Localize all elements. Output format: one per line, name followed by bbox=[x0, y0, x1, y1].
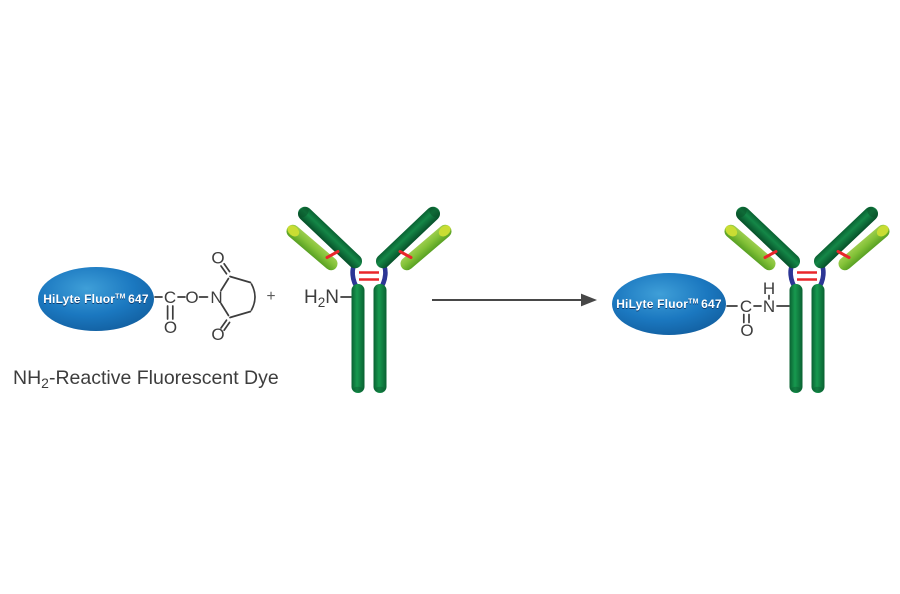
plus-sign: + bbox=[266, 288, 275, 305]
ring-c2-o-double1 bbox=[220, 265, 228, 275]
product-dye-ellipse bbox=[612, 273, 726, 335]
ring-c2-o-double2 bbox=[223, 262, 231, 273]
amide-nitrogen: N bbox=[763, 297, 775, 316]
product-dye-brand: HiLyte Fluor bbox=[616, 297, 688, 311]
amide-carbon: C bbox=[740, 297, 752, 316]
amine-n: N bbox=[325, 287, 339, 308]
ring-bottom-oxygen: O bbox=[211, 325, 224, 344]
caption-suffix: -Reactive Fluorescent Dye bbox=[49, 367, 279, 389]
caption-prefix: NH bbox=[13, 367, 41, 389]
ring-bond-c5-n bbox=[220, 302, 230, 317]
dye-trademark: TM bbox=[115, 294, 126, 301]
succinimide-ring: O O bbox=[211, 249, 256, 344]
amide-oxygen: O bbox=[740, 321, 753, 340]
ring-bond-c4-c5 bbox=[229, 310, 252, 319]
amine-label: H2N bbox=[304, 287, 339, 310]
ring-c5-o-double1 bbox=[220, 319, 228, 329]
ring-bond-c2-c3 bbox=[229, 275, 252, 284]
amide-hydrogen: H bbox=[763, 279, 775, 298]
ester-oxygen: O bbox=[185, 288, 198, 307]
dye-brand: HiLyte Fluor bbox=[43, 292, 115, 306]
ring-bond-c3-c4 bbox=[250, 283, 256, 311]
ring-bond-n-c2 bbox=[220, 277, 230, 292]
carbonyl-oxygen: O bbox=[164, 318, 177, 337]
carbonyl-carbon: C bbox=[164, 288, 176, 307]
reaction-arrow bbox=[432, 293, 597, 307]
amide-linkage: C N H O bbox=[726, 279, 790, 340]
product-dye-trademark: TM bbox=[688, 299, 699, 306]
dye-ellipse bbox=[38, 267, 154, 331]
antibody-reactant-group: H2N bbox=[284, 204, 454, 393]
ring-nitrogen: N bbox=[210, 288, 222, 307]
product-dye-variant: 647 bbox=[701, 297, 722, 311]
caption-nh2-reactive-dye: NH2-Reactive Fluorescent Dye bbox=[13, 367, 279, 391]
reaction-arrow-head bbox=[581, 293, 597, 307]
ring-c5-o-double2 bbox=[223, 321, 231, 332]
caption-subscript: 2 bbox=[41, 375, 49, 391]
amine-h: H bbox=[304, 287, 318, 308]
dye-variant: 647 bbox=[128, 292, 149, 306]
ring-top-oxygen: O bbox=[211, 249, 224, 268]
amine-subscript: 2 bbox=[318, 295, 326, 310]
